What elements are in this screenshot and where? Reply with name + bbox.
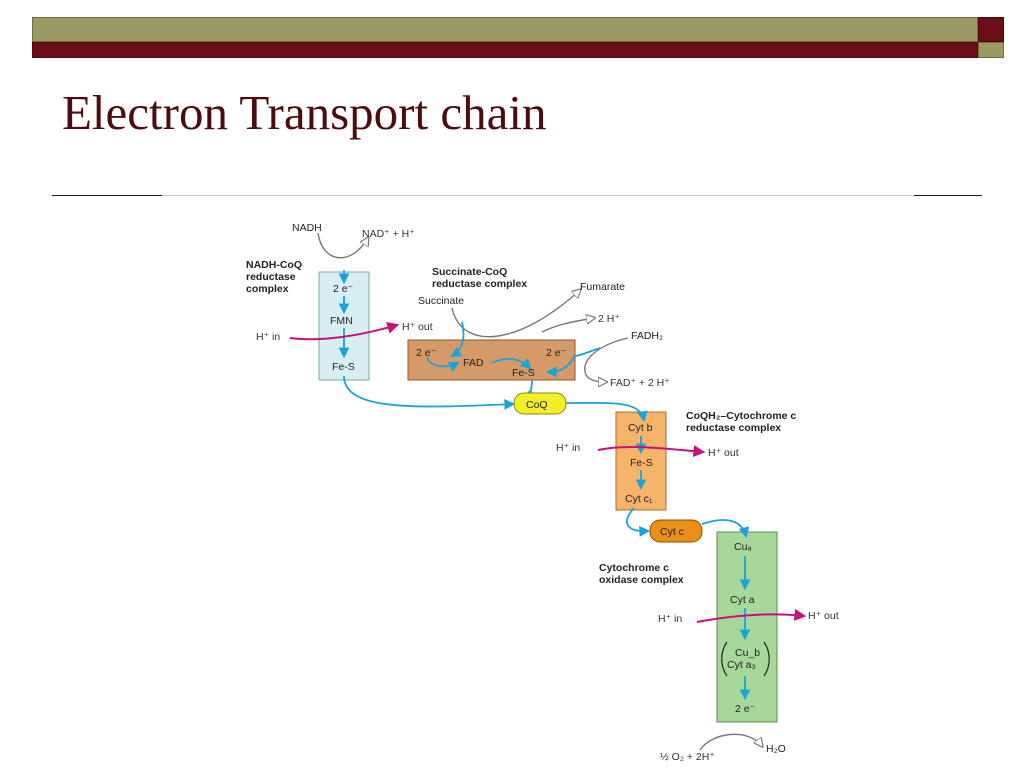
e-arrow-cytc1-to-cytc [626,507,651,537]
e-arrow-fadh2-in [573,347,601,357]
e-arrow-c2-left [426,357,460,372]
complex4-e2: 2 e⁻ [735,703,755,715]
complex1-e2: 2 e⁻ [333,283,353,295]
succinate-label: Succinate [418,295,464,307]
complex2-fad: FAD [463,357,484,369]
complex2-box [407,339,576,381]
fadh2-oxidation-arrow [584,337,629,382]
succinate-oxidation-arrow [451,290,580,338]
complex2-name-2: reductase complex [432,278,527,290]
complex2-name-1: Succinate-CoQ [432,266,507,278]
title-underline-left [52,195,162,196]
complex4-name-2: oxidase complex [599,574,684,586]
header-corner-olive [978,42,1004,58]
complex4-h-out: H⁺ out [808,610,839,622]
oxygen-label: ½ O₂ + 2H⁺ [660,751,715,763]
complex3-fes: Fe-S [630,457,653,469]
e-arrow-c2-right [545,355,575,378]
complex1-name-1: NADH-CoQ [246,259,302,271]
complex1-fes: Fe-S [332,361,355,373]
e-arrow-fad-to-fes [491,357,532,370]
paren-right [763,641,770,677]
complex1-name-3: complex [246,283,289,295]
complex3-cytc1: Cyt c₁ [625,493,653,505]
complex3-h-in: H⁺ in [556,442,580,454]
complex4-cub: Cu_b [735,647,760,659]
nad-plus-label: NAD⁺ + H⁺ [362,228,415,240]
header-band-maroon [32,42,978,58]
water-label: H₂O [766,743,786,755]
nadh-oxidation-arrow [317,232,368,259]
e-arrow-coq-to-cytb [565,401,648,423]
complex3-cytb: Cyt b [628,422,653,434]
fadh2-label: FADH₂ [631,330,663,342]
oxygen-reduction-arrow [699,733,762,751]
e-arrow-cytc-to-cua [701,519,750,539]
paren-left [721,641,728,677]
complex1-fmn: FMN [330,315,353,327]
complex4-cyta3: Cyt a₃ [727,659,756,671]
slide-title: Electron Transport chain [62,85,547,140]
title-underline-right [914,195,982,196]
two-h-release-arrow [541,318,594,333]
complex4-cyta: Cyt a [730,594,755,606]
complex3-box [615,411,667,511]
nadh-label: NADH [292,222,322,234]
complex4-box [716,531,778,723]
complex4-name-1: Cytochrome c [599,562,669,574]
complex3-name-1: CoQH₂–Cytochrome c [686,410,796,422]
complex1-name-2: reductase [246,271,296,283]
complex1-h-out: H⁺ out [402,321,433,333]
complex2-fes: Fe-S [512,367,535,379]
fad-plus-label: FAD⁺ + 2 H⁺ [610,377,670,389]
proton-arrow-c4 [696,608,807,623]
complex3-name-2: reductase complex [686,422,781,434]
fumarate-label: Fumarate [580,281,625,293]
e-arrow-c1-to-coq [343,375,516,410]
two-h-label: 2 H⁺ [598,313,620,325]
proton-arrow-c3 [597,445,706,458]
complex3-h-out: H⁺ out [708,447,739,459]
complex2-e2-left: 2 e⁻ [416,347,436,359]
cytc-label: Cyt c [660,526,684,538]
e-arrow-succinate-to-fad [450,321,465,358]
complex2-e2-right: 2 e⁻ [546,347,566,359]
cytc-carrier [649,519,703,543]
coq-label: CoQ [526,399,548,411]
coq-carrier [513,392,567,415]
header-band-olive [32,17,978,42]
proton-arrow-c1 [289,321,400,341]
complex4-h-in: H⁺ in [658,613,682,625]
header-corner-maroon [978,17,1004,42]
complex1-h-in: H⁺ in [256,331,280,343]
title-underline-middle [162,195,914,196]
complex4-cua: Cuₐ [734,541,751,553]
